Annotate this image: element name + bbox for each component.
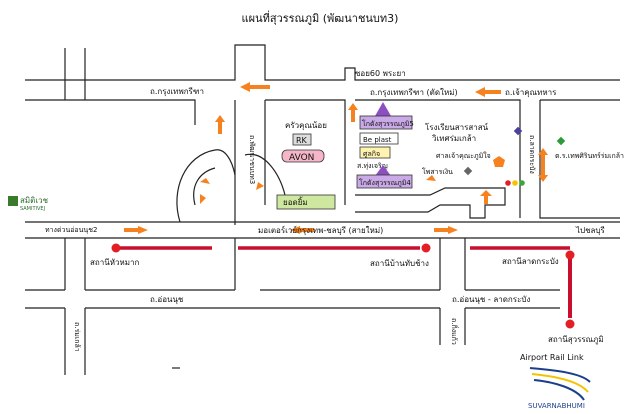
samitivej-logo-text-en: SAMITIVEJ	[20, 206, 45, 212]
be-plast-box	[359, 132, 399, 145]
avon-box	[281, 149, 325, 163]
arrow-icon	[480, 190, 492, 196]
road-phatthana-chonnabot3	[234, 100, 266, 225]
road-label-soi60: ซอย60 พระยา	[355, 69, 406, 78]
rk-box	[292, 133, 312, 146]
airport-rail-link-label: Airport Rail Link	[520, 353, 584, 362]
airport-rail-link-logo: Airport Rail Link SUVARNABHUMI	[520, 353, 591, 410]
arrow-icon	[138, 226, 148, 234]
road-label-on-nut: ถ.อ่อนนุช	[150, 295, 184, 304]
road-on-nut	[25, 289, 560, 375]
place-school-line1: โรงเรียนสารสาสน์	[425, 122, 489, 132]
station-dot-lat-krabang	[565, 250, 575, 260]
road-label-krungthep-kritha: ถ.กรุงเทพกรีฑา	[150, 87, 204, 96]
road-label-to-chonburi: ไปชลบุรี	[575, 226, 606, 235]
arrow-icon	[448, 226, 458, 234]
road-krungthep-kritha	[25, 44, 620, 219]
airport-rail-link-logo-text: SUVARNABHUMI	[528, 402, 585, 410]
arrow-icon	[290, 226, 300, 234]
airport-rail-line	[118, 246, 572, 318]
road-label-chao-khun-thahan: ถ.เจ้าคุณทหาร	[505, 88, 557, 97]
road-left-vertical	[64, 48, 86, 100]
road-lower-verticals	[64, 238, 466, 290]
arrow-icon	[348, 103, 358, 110]
warehouse4-triangle-icon	[375, 165, 391, 176]
station-dot-suvarnabhumi	[565, 319, 575, 329]
warehouse-triangle-icon	[375, 102, 391, 116]
dot-red-icon	[505, 180, 511, 186]
road-label-romklao: ถ.ร่มเกล้า	[73, 322, 81, 352]
arrow-icon	[200, 194, 206, 204]
road-label-motorway: มอเตอร์เวย์กรุงเทพ-ชลบุรี (สายใหม่)	[258, 225, 383, 235]
samitivej-logo-text: สมิติเวช	[20, 196, 49, 205]
samitivej-logo: สมิติเวช SAMITIVEJ	[8, 196, 49, 212]
place-warehouse4: โกดังสุวรรณภูมิ4	[359, 178, 411, 187]
arrow-icon	[256, 182, 264, 190]
road-label-ladkrabang: ถ.ลาดกระบัง	[528, 135, 536, 174]
station-dot-ban-thap-chang	[421, 243, 431, 253]
station-label-hua-mak: สถานีหัวหมาก	[90, 258, 139, 267]
green-diamond-icon	[556, 136, 566, 146]
place-school-line2: วิเทศร่มเกล้า	[431, 134, 476, 143]
yod-yim-box	[276, 194, 336, 210]
arrow-icon	[538, 148, 548, 155]
road-label-on-nut-ladkrabang: ถ.อ่อนนุช - ลาดกระบัง	[452, 295, 530, 304]
dot-yellow-icon	[512, 180, 518, 186]
school-marker-icon	[513, 126, 523, 136]
map-title: แผนที่สุวรรณภูมิ (พัฒนาชนบท3)	[242, 10, 399, 25]
station-label-ban-thap-chang: สถานีบ้านทับช้าง	[370, 259, 429, 268]
place-shrine: ศาลเจ้าคุณะภูมิใจ	[436, 151, 491, 160]
station-label-suvarnabhumi: สถานีสุวรรณภูมิ	[548, 335, 604, 345]
road-motorway	[25, 221, 620, 239]
shrine-pentagon-icon	[493, 156, 505, 167]
station-label-lat-krabang: สถานีลาดกระบัง	[502, 257, 559, 266]
grey-diamond-icon	[463, 166, 473, 176]
place-warehouse5: โกดังสุวรรณภูมิ5	[362, 119, 414, 128]
arrow-icon	[200, 178, 210, 184]
place-kuk-kuk: ศูลกิจ	[363, 150, 380, 158]
arrow-icon	[538, 175, 548, 182]
road-ramps	[176, 149, 286, 223]
warehouse5-box	[359, 115, 413, 130]
road-label-to-on-nut2: ทางด่วนอ่อนนุช2	[45, 226, 97, 234]
dot-green-icon	[519, 180, 525, 186]
place-rk: RK	[296, 136, 308, 145]
road-label-krungthep-kritha-new: ถ.กรุงเทพกรีฑา (ตัดใหม่)	[370, 88, 458, 97]
warehouse4-box	[356, 174, 413, 189]
direction-arrows	[124, 82, 548, 234]
arrow-icon	[215, 115, 225, 122]
kuk-kuk-box	[359, 146, 391, 159]
place-kruakhun-noi: ครัวคุณน้อย	[285, 121, 327, 130]
arrow-icon	[240, 82, 250, 92]
place-pyramid: โพสารเงิน	[422, 167, 453, 176]
road-label-phatthana-chonnabot3: ถ.พัฒนาชนบท3	[248, 135, 256, 184]
arrow-icon	[475, 87, 485, 97]
place-siam-chemi: ส.ทุ่งเจริญ	[357, 162, 388, 170]
place-be-plast: Be plast	[363, 136, 392, 144]
place-market: ต.ร.เทพศิรินทร์ร่มเกล้า	[555, 152, 624, 160]
road-inner-block	[355, 187, 506, 219]
road-label-kingkaew: ถ.กิ่งแก้ว	[450, 318, 459, 345]
place-yod-yim: ยอดยิ้ม	[283, 196, 308, 207]
station-dot-hua-mak	[111, 243, 121, 253]
place-avon: AVON	[289, 153, 314, 163]
arrow-icon	[426, 175, 436, 181]
